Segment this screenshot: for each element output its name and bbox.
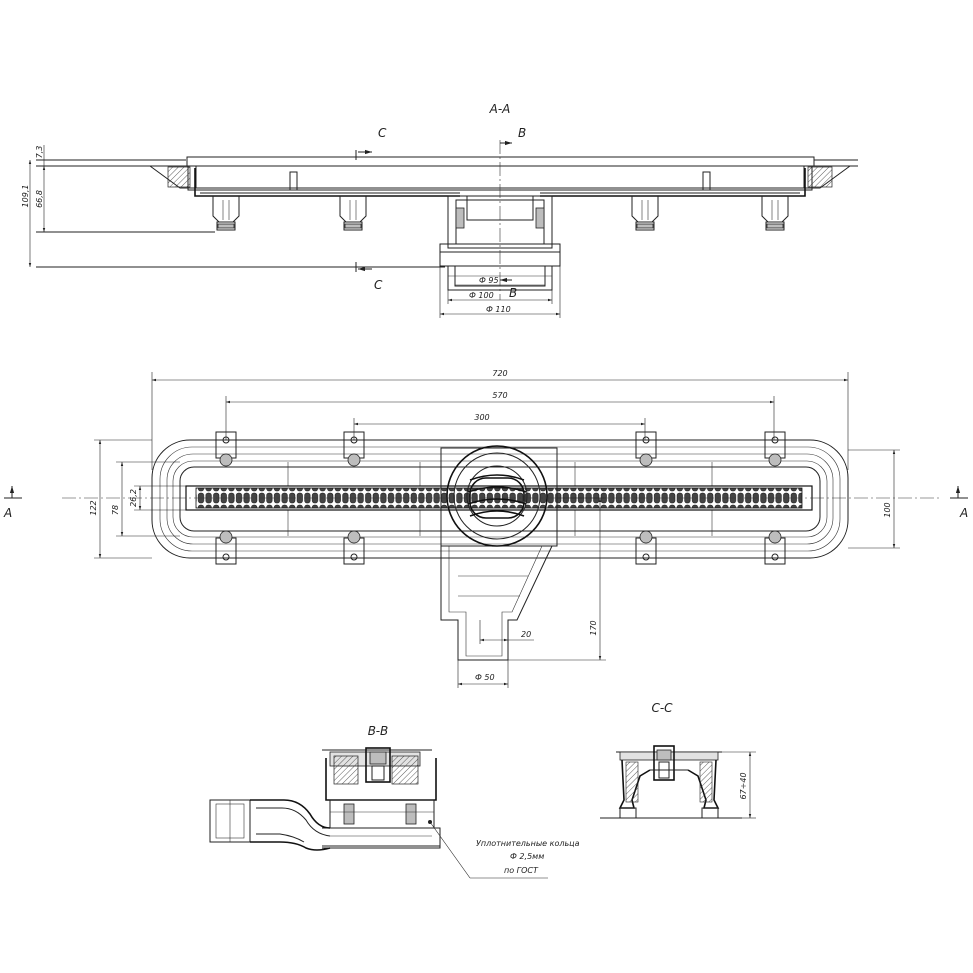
section-cc-title: C-C [651,701,673,715]
adjustable-foot [761,196,789,231]
cut-label-c-top: C [378,126,387,140]
adjustable-foot [212,196,240,231]
dim-width-100: 100 [883,502,892,517]
dim-length-720: 720 [492,369,507,378]
cut-label-b-top: B [518,126,526,140]
dim-aa-dia-95: Ф 95 [479,276,499,285]
mounting-lug [215,431,237,467]
section-aa-title: A-A [489,102,511,116]
section-cc-view: C-C 67÷40 [600,701,756,819]
mounting-lug [635,431,657,467]
tray-outline [151,439,849,559]
dim-aa-total-height: 109,1 [21,185,30,208]
dim-dia-50: Ф 50 [475,673,495,682]
cut-label-a-right: A [959,506,968,520]
adjustable-foot [631,196,659,231]
dim-length-570: 570 [492,391,507,400]
dim-width-26: 26,2 [129,489,138,507]
dim-aa-body-height: 66,8 [35,190,44,208]
mounting-lug [343,530,365,565]
section-aa-view: A-A [21,102,858,318]
outlet-funnel-plan [440,445,558,661]
plan-view: 720 570 300 [3,369,968,688]
dim-aa-dia-100: Ф 100 [469,291,494,300]
side-outlet-pipe [209,799,331,851]
dim-aa-dia-110: Ф 110 [486,305,511,314]
mounting-lug [215,530,237,565]
mounting-lug [764,431,786,467]
seal-note-line1: Уплотнительные кольца [476,839,580,848]
section-bb-title: B-B [368,724,389,738]
dim-length-300: 300 [474,413,489,422]
seal-note-line2: Ф 2,5мм [510,852,544,861]
section-bb-view: B-B Уплотнительны [209,724,580,879]
grating-section [186,156,815,167]
dim-aa-top-thickness: 7,3 [35,146,44,159]
seal-note-line3: по ГОСТ [504,866,539,875]
adjustable-foot [339,196,367,231]
dim-outlet-170: 170 [589,620,598,635]
mounting-lug [343,431,365,467]
cut-label-c-bottom: C [374,278,383,292]
cut-label-a-left: A [3,506,12,520]
dim-offset-20: 20 [521,630,531,639]
mounting-lug [635,530,657,565]
dim-width-122: 122 [89,500,98,515]
dim-cc-height: 67÷40 [739,772,748,799]
dim-width-78: 78 [111,505,120,515]
mounting-lug [764,530,786,565]
cut-label-b-bottom: B [509,286,517,300]
